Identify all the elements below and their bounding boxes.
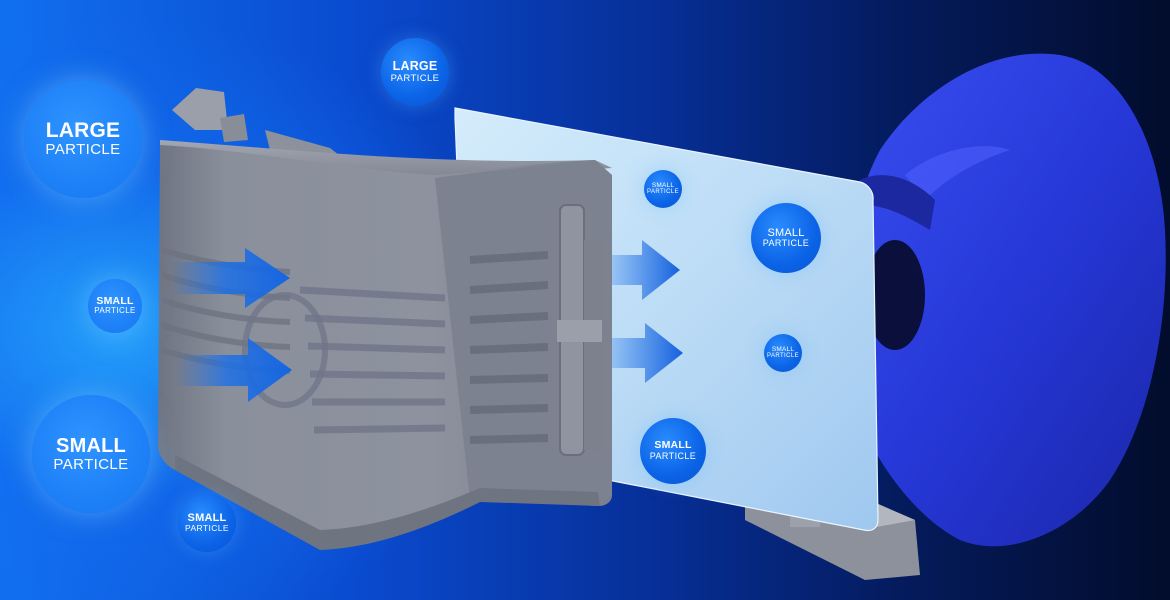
particle-bubble-small: SMALL PARTICLE (32, 395, 150, 513)
bubble-line1: SMALL (187, 512, 227, 525)
particle-bubble-small: SMALL PARTICLE (644, 170, 682, 208)
bubble-line1: SMALL (771, 346, 795, 354)
particle-bubble-small: SMALL PARTICLE (88, 279, 142, 333)
particle-bubble-small: SMALL PARTICLE (640, 418, 706, 484)
particle-bubble-large: LARGE PARTICLE (24, 80, 142, 198)
bubble-line1: SMALL (56, 434, 126, 457)
bubble-line2: PARTICLE (53, 455, 129, 473)
bubble-line2: PARTICLE (649, 450, 697, 461)
bubble-line2: PARTICLE (45, 141, 121, 159)
bubble-line2: PARTICLE (767, 353, 799, 360)
arrow-right-icon (170, 240, 683, 402)
bubble-line1: LARGE (392, 58, 438, 73)
bubble-line1: SMALL (96, 294, 134, 307)
bubble-line2: PARTICLE (647, 189, 679, 196)
bubble-line2: PARTICLE (762, 238, 810, 249)
particle-bubble-small: SMALL PARTICLE (751, 203, 821, 273)
bubble-line2: PARTICLE (390, 72, 440, 84)
half-face-mask-icon (845, 53, 1166, 547)
bubble-line2: PARTICLE (94, 306, 136, 316)
particle-bubble-small: SMALL PARTICLE (178, 494, 236, 552)
bubble-line1: SMALL (767, 227, 805, 239)
bubble-line1: LARGE (45, 119, 121, 143)
bubble-line1: SMALL (651, 182, 675, 190)
bubble-line2: PARTICLE (185, 523, 229, 534)
filter-cartridge-icon (158, 88, 612, 550)
bubble-line1: SMALL (654, 439, 692, 452)
particle-bubble-large: LARGE PARTICLE (381, 38, 449, 106)
particle-bubble-small: SMALL PARTICLE (764, 334, 802, 372)
